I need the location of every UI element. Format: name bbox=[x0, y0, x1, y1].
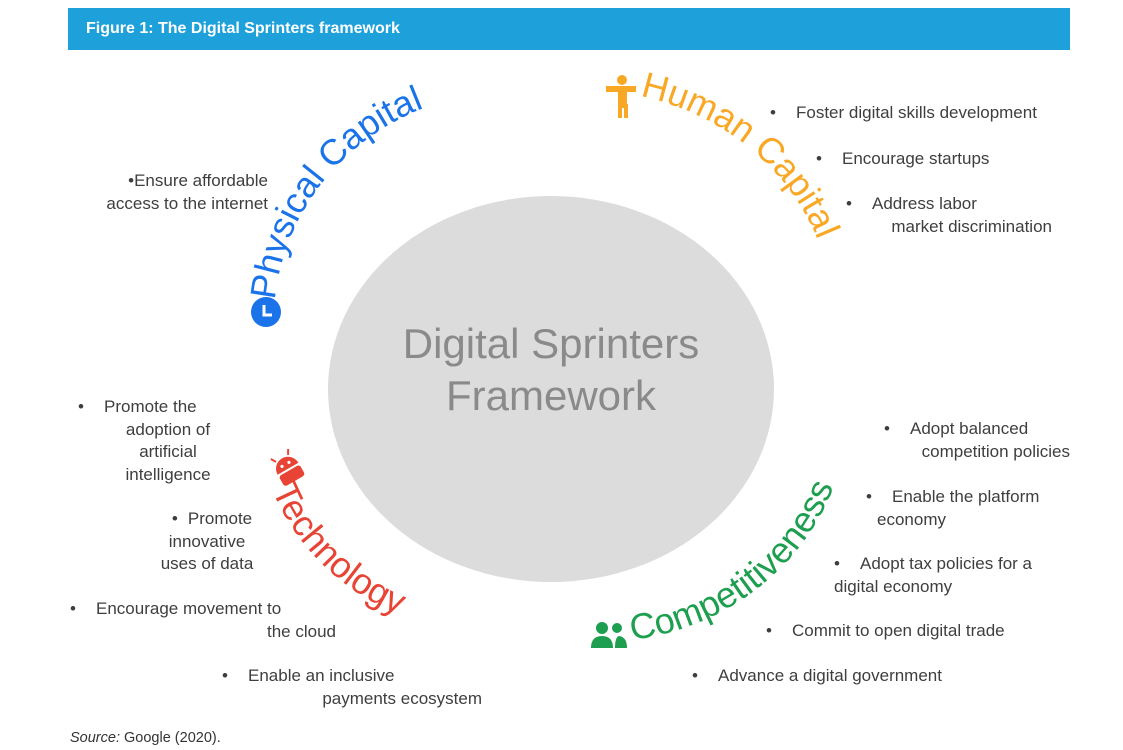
android-robot-icon bbox=[270, 448, 305, 486]
technology-bullet-2: •Promote innovative uses of data bbox=[160, 509, 254, 573]
clock-icon bbox=[251, 297, 281, 327]
competitiveness-bullet-1: •Adopt balanced competition policies bbox=[884, 419, 1070, 461]
competitiveness-bullet-5: •Advance a digital government bbox=[692, 666, 942, 685]
source-label: Source: bbox=[70, 730, 120, 746]
source-note: Source: Google (2020). bbox=[70, 730, 221, 746]
technology-bullet-1: •Promote the adoption of artificial inte… bbox=[78, 397, 211, 484]
technology-bullet-4: •Enable an inclusive payments ecosystem bbox=[222, 666, 482, 708]
center-label: Digital Sprinters Framework bbox=[328, 318, 774, 422]
figure-title-bar: Figure 1: The Digital Sprinters framewor… bbox=[68, 8, 1070, 50]
human-bullet-3: •Address labor market discrimination bbox=[846, 194, 1052, 236]
center-label-line-1: Digital Sprinters bbox=[402, 320, 700, 367]
competitiveness-bullet-4: •Commit to open digital trade bbox=[766, 621, 1005, 640]
pillar-label-physical-capital-text: Physical Capital bbox=[242, 77, 427, 301]
technology-bullet-3: •Encourage movement to the cloud bbox=[70, 599, 336, 641]
center-label-line-2: Framework bbox=[445, 372, 657, 419]
source-text: Google (2020). bbox=[119, 730, 221, 746]
person-icon bbox=[606, 75, 636, 118]
people-icon bbox=[591, 622, 627, 648]
center-circle bbox=[328, 196, 774, 582]
human-bullet-1: •Foster digital skills development bbox=[770, 103, 1037, 122]
human-bullet-2: •Encourage startups bbox=[816, 149, 990, 168]
competitiveness-bullet-3: •Adopt tax policies for a digital econom… bbox=[834, 554, 1032, 596]
competitiveness-bullet-2: •Enable the platform economy bbox=[866, 487, 1040, 529]
pillar-label-physical-capital: Physical Capital bbox=[242, 77, 427, 301]
figure-title: Figure 1: The Digital Sprinters framewor… bbox=[86, 20, 400, 37]
physical-bullet-1: •Ensure affordable access to the interne… bbox=[106, 171, 268, 213]
